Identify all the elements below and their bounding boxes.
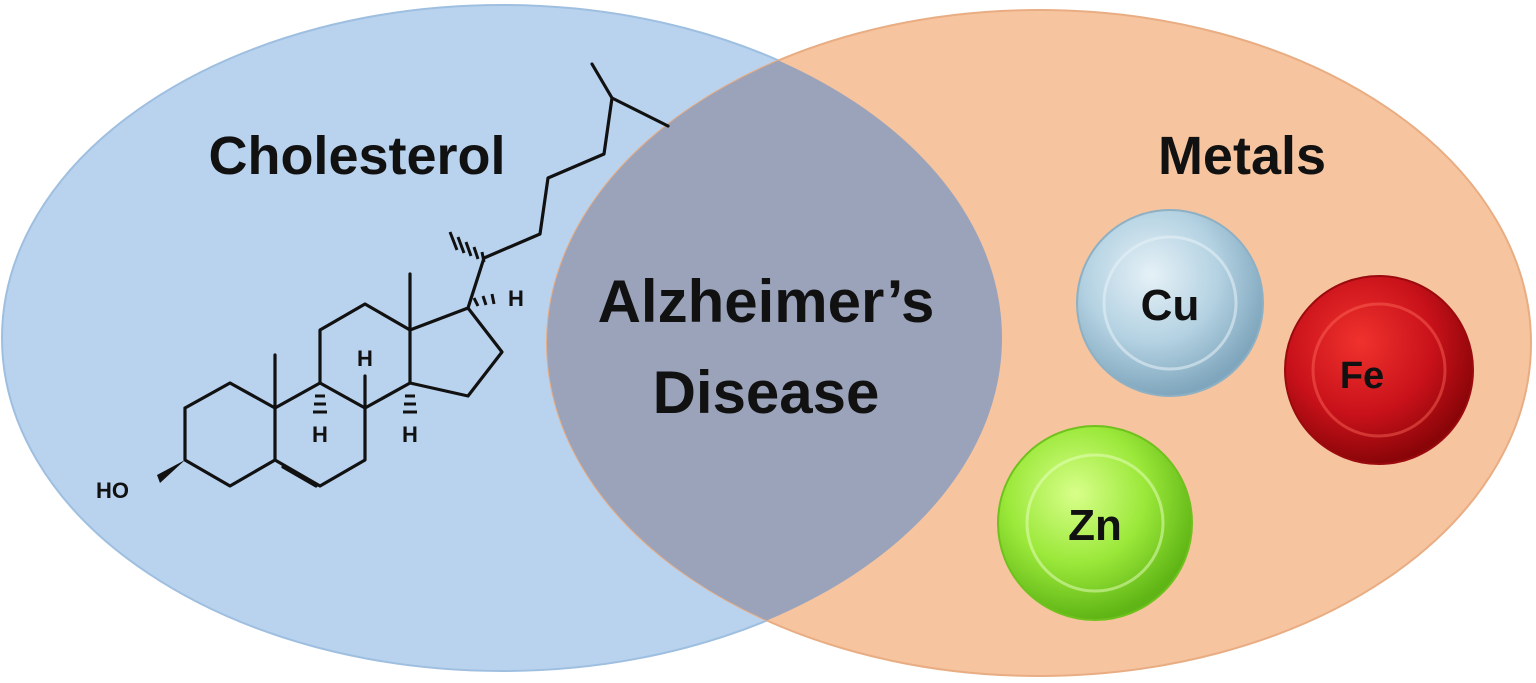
bridge-h-label-1: H [357, 346, 373, 371]
bridge-h-label-2: H [312, 422, 328, 447]
metal-fe: Fe [1284, 275, 1474, 465]
hashed-h-bridge-1 [313, 394, 327, 414]
metals-label: Metals [1158, 126, 1326, 186]
fe-symbol: Fe [1340, 355, 1384, 397]
bridge-h-label-3: H [402, 422, 418, 447]
zn-symbol: Zn [1068, 501, 1122, 550]
side-chain-h-label: H [508, 286, 524, 311]
hashed-methyl-bond [448, 231, 486, 263]
wedge-bond [157, 460, 185, 483]
hashed-h-bridge-2 [403, 394, 417, 414]
hashed-h-bond [472, 293, 496, 307]
hydroxyl-label: HO [96, 478, 129, 503]
alzheimers-label-line2: Disease [653, 359, 880, 426]
cholesterol-molecule: HO H H H H [96, 62, 670, 503]
cu-symbol: Cu [1141, 281, 1200, 330]
cholesterol-label: Cholesterol [208, 126, 505, 186]
alzheimers-intersection [547, 10, 1002, 671]
metal-cu: Cu [1076, 209, 1264, 397]
fe-sphere [1284, 275, 1474, 465]
alzheimers-label-line1: Alzheimer’s [598, 268, 935, 335]
metal-zn: Zn [997, 425, 1193, 621]
